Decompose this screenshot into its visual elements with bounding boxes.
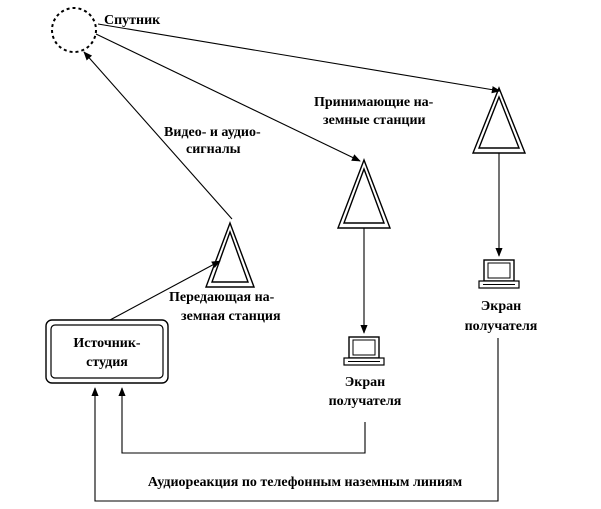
receiving-label-line2: земные станции <box>323 113 426 128</box>
studio-to-transmitter-arrow <box>109 260 221 321</box>
computer-screen-2-icon <box>478 259 520 289</box>
source-studio-label-line1: Источник- <box>73 336 141 351</box>
feedback-line-1 <box>118 387 366 454</box>
downlink-arrow-2 <box>97 23 501 94</box>
signals-label-line2: сигналы <box>186 142 241 157</box>
feedback-line-2 <box>91 338 499 502</box>
computer-screen-1-icon <box>343 336 385 366</box>
downlink-arrow-1 <box>95 33 361 162</box>
screen1-label-line1: Экран <box>345 375 385 390</box>
receiving-label-line1: Принимающие на- <box>314 95 434 110</box>
uplink-arrow <box>83 51 233 220</box>
screen2-label-line2: получателя <box>465 319 538 334</box>
transmitting-station-icon <box>204 221 256 288</box>
transmitting-label-line2: земная станция <box>181 309 281 324</box>
receiving-station-2-icon <box>471 86 527 154</box>
signals-label-line1: Видео- и аудио- <box>164 125 261 140</box>
source-studio-box <box>45 319 169 384</box>
satellite-label: Спутник <box>104 13 161 28</box>
screen2-label-line1: Экран <box>481 299 521 314</box>
feedback-label: Аудиореакция по телефонным наземным лини… <box>148 475 463 490</box>
receiving-station-1-icon <box>336 158 392 229</box>
source-studio-label-line2: студия <box>86 355 128 370</box>
satellite-icon <box>51 7 97 53</box>
screen1-label-line2: получателя <box>329 394 402 409</box>
transmitting-label-line1: Передающая на- <box>169 290 275 305</box>
